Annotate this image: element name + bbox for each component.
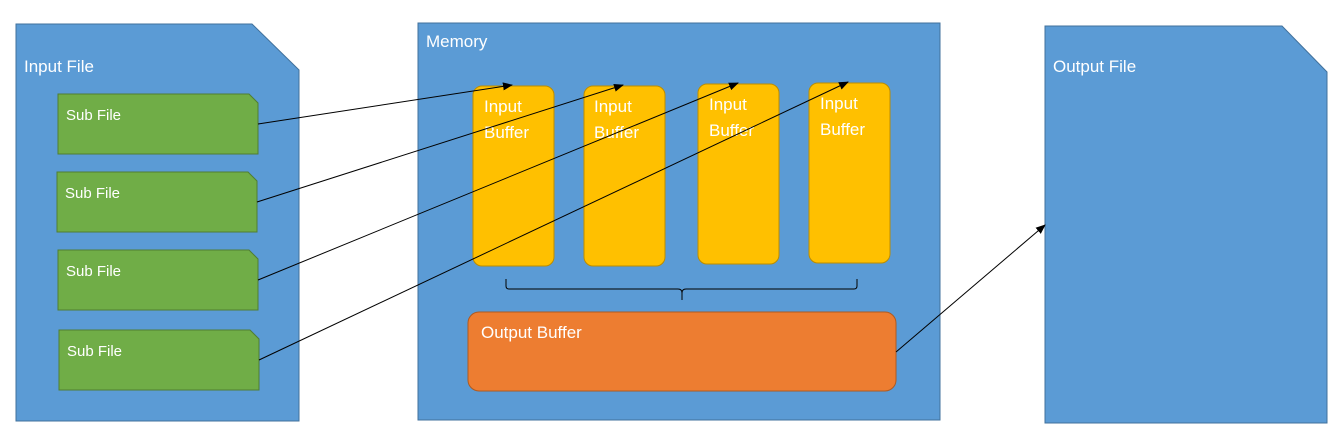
input-file-label: Input File bbox=[24, 57, 94, 76]
input-buffer-4: Input Buffer bbox=[808, 82, 891, 264]
sub-file-1: Sub File bbox=[57, 93, 259, 155]
buffer-group-brace bbox=[505, 279, 858, 300]
arrow-subfile-1-to-buffer-1 bbox=[257, 82, 513, 125]
sub-file-shape bbox=[56, 171, 258, 233]
memory-label: Memory bbox=[426, 32, 488, 51]
input-buffer-label-line1: Input bbox=[709, 95, 747, 114]
arrow-subfile-2-to-buffer-2 bbox=[256, 83, 624, 203]
arrow-subfile-3-to-buffer-3 bbox=[257, 82, 739, 281]
sub-file-label: Sub File bbox=[66, 263, 121, 280]
output-file-label: Output File bbox=[1053, 57, 1136, 76]
input-buffer-box bbox=[583, 85, 666, 267]
input-buffer-label-line1: Input bbox=[594, 97, 632, 116]
input-buffer-box bbox=[472, 85, 555, 267]
sub-file-3: Sub File bbox=[57, 249, 259, 311]
sub-file-label: Sub File bbox=[67, 343, 122, 360]
sub-file-2: Sub File bbox=[56, 171, 258, 233]
input-buffer-label-line2: Buffer bbox=[484, 123, 529, 142]
sub-file-4: Sub File bbox=[58, 329, 260, 391]
output-buffer: Output Buffer bbox=[467, 311, 897, 392]
output-buffer-label: Output Buffer bbox=[481, 323, 582, 342]
output-file-shape bbox=[1044, 25, 1328, 424]
input-buffer-1: Input Buffer bbox=[472, 85, 555, 267]
sub-file-shape bbox=[57, 249, 259, 311]
sub-file-shape bbox=[58, 329, 260, 391]
input-buffer-label-line1: Input bbox=[484, 97, 522, 116]
input-buffer-label-line2: Buffer bbox=[709, 121, 754, 140]
input-buffer-box bbox=[808, 82, 891, 264]
input-buffer-2: Input Buffer bbox=[583, 85, 666, 267]
sub-file-shape bbox=[57, 93, 259, 155]
input-buffer-label-line2: Buffer bbox=[820, 120, 865, 139]
output-file: Output File bbox=[1044, 25, 1328, 424]
sub-file-label: Sub File bbox=[65, 185, 120, 202]
input-buffer-label-line1: Input bbox=[820, 94, 858, 113]
arrow-output-buffer-to-output-file bbox=[895, 224, 1046, 353]
arrow-subfile-4-to-buffer-4 bbox=[258, 81, 849, 361]
input-buffer-3: Input Buffer bbox=[697, 83, 780, 265]
sub-file-label: Sub File bbox=[66, 107, 121, 124]
